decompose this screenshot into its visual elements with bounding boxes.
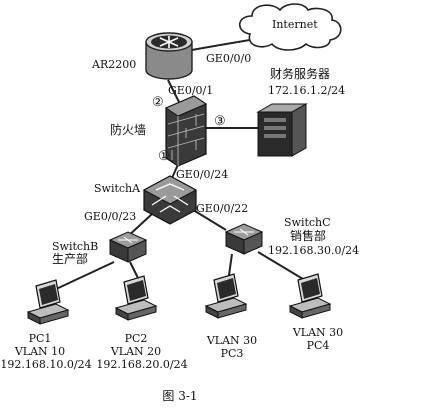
- firewall-icon: [164, 95, 208, 167]
- pc4-line1: VLAN 30: [292, 326, 344, 339]
- server-ip: 172.16.1.2/24: [268, 84, 346, 97]
- pc3-line1: VLAN 30: [206, 334, 258, 347]
- switchA-icon: [142, 175, 198, 225]
- switchC-name: SwitchC: [284, 216, 331, 229]
- pc1-line1: PC1: [28, 332, 52, 345]
- switchA-port-left: GE0/0/23: [84, 210, 137, 223]
- server-icon: [256, 103, 308, 157]
- pc1-line2: VLAN 10: [14, 345, 66, 358]
- pc4-icon: [288, 273, 332, 319]
- switchB-name: SwitchB: [52, 240, 99, 253]
- switchC-dept: 销售部: [290, 229, 327, 243]
- pc3-icon: [204, 273, 248, 319]
- router-port-bottom: GE0/0/1: [168, 84, 214, 97]
- server-name: 财务服务器: [270, 67, 331, 81]
- pc2-line1: PC2: [124, 332, 148, 345]
- pc1-line3: 192.168.10.0/24: [0, 358, 92, 371]
- marker-3: ③: [214, 114, 226, 129]
- firewall-name: 防火墙: [110, 123, 147, 137]
- router-name: AR2200: [92, 58, 137, 71]
- switchA-port-up: GE0/0/24: [176, 168, 229, 181]
- switchB-dept: 生产部: [52, 252, 89, 266]
- pc2-line2: VLAN 20: [110, 345, 162, 358]
- switchC-icon: [224, 223, 264, 255]
- internet-label: Internet: [272, 18, 318, 31]
- link-switchA-switchC: [189, 207, 227, 231]
- router-icon: [145, 32, 193, 80]
- figure-caption: 图 3-1: [162, 389, 198, 403]
- internet-cloud-icon: [238, 3, 342, 51]
- switchC-subnet: 192.168.30.0/24: [268, 244, 360, 257]
- router-port-top: GE0/0/0: [206, 52, 252, 65]
- switchA-name: SwitchA: [94, 182, 141, 195]
- link-switchB-pc1: [53, 261, 115, 291]
- pc1-icon: [26, 279, 70, 325]
- pc2-line3: 192.168.20.0/24: [96, 358, 188, 371]
- pc4-line2: PC4: [306, 339, 330, 352]
- marker-1: ①: [158, 149, 170, 164]
- link-switchC-pc4: [257, 251, 309, 283]
- switchA-port-right: GE0/0/22: [196, 202, 249, 215]
- marker-2: ②: [152, 95, 164, 110]
- pc3-line2: PC3: [220, 347, 244, 360]
- switchB-icon: [108, 231, 148, 263]
- pc2-icon: [114, 275, 158, 321]
